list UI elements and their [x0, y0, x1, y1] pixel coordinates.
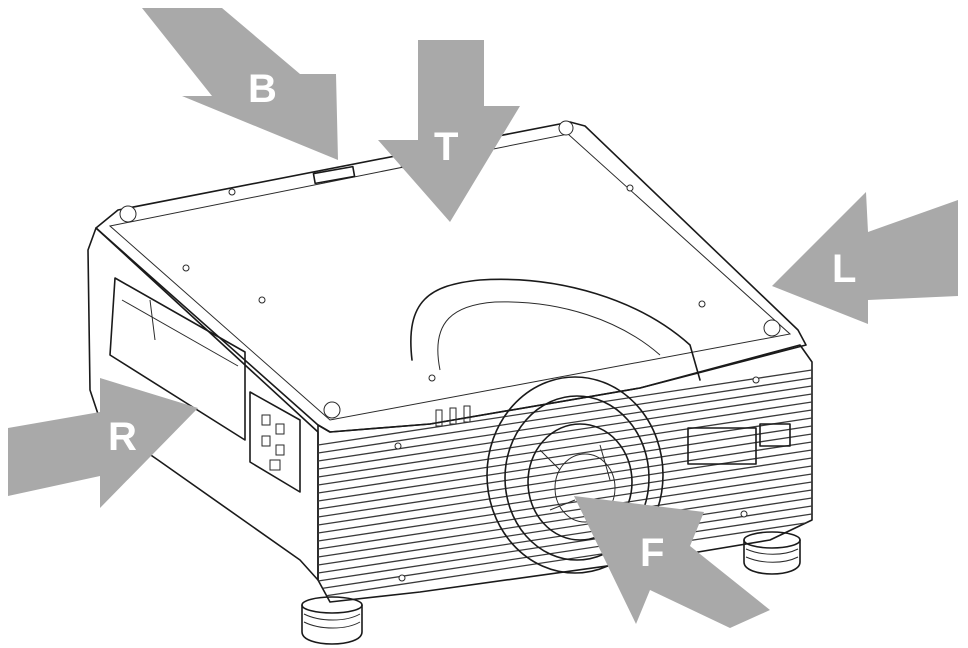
arrow-right: R [8, 378, 198, 508]
arrow-front-label: F [640, 531, 664, 575]
arrow-front: F [574, 496, 770, 628]
lens-hood [410, 278, 701, 381]
arrow-top-label: T [434, 125, 458, 169]
screws [119, 120, 781, 582]
display-window [687, 427, 757, 465]
arrow-back-label: B [248, 67, 277, 111]
lens [486, 376, 664, 574]
arrow-left-label: L [832, 247, 856, 291]
control-panel [249, 391, 301, 493]
projector-icon [87, 120, 813, 645]
arrow-left: L [772, 192, 958, 324]
arrow-back: B [142, 8, 338, 160]
arrow-right-label: R [108, 415, 137, 459]
projector-front-panel [317, 344, 813, 603]
status-leds [435, 405, 471, 427]
vent-grill [318, 369, 812, 598]
feet [301, 531, 801, 645]
arrow-top: T [378, 40, 520, 222]
